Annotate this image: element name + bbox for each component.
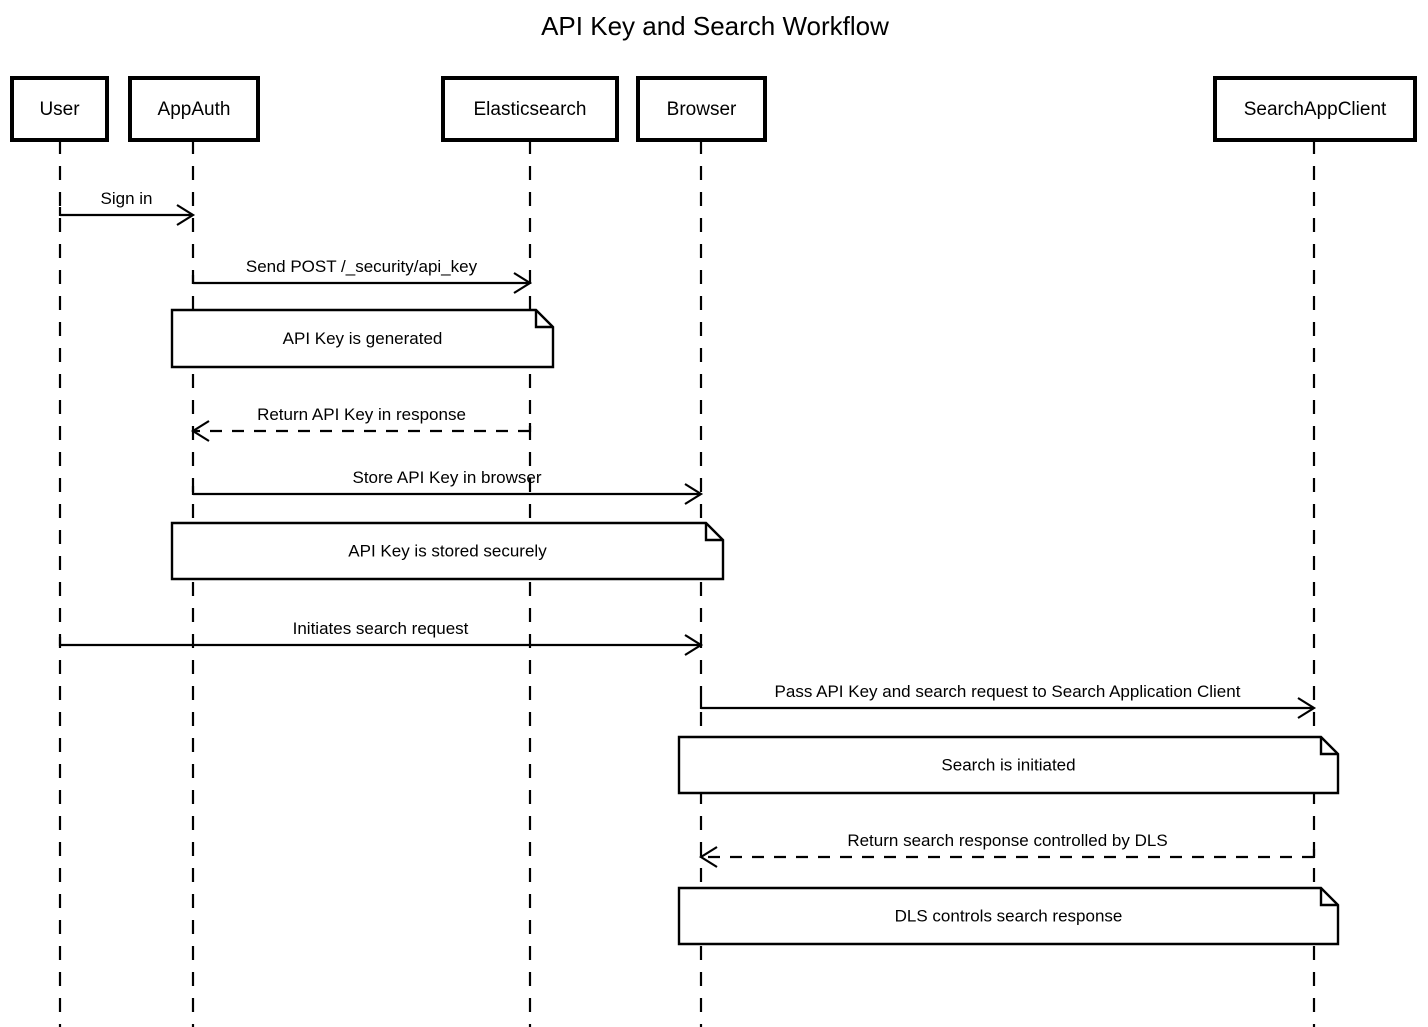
- message-m5: Initiates search request: [58, 619, 704, 656]
- note-label-n1: API Key is generated: [283, 329, 443, 348]
- participant-appauth[interactable]: AppAuth: [128, 76, 260, 142]
- note-n1: API Key is generated: [170, 308, 555, 369]
- message-arrowhead-m3: [190, 420, 210, 442]
- participant-box-searchapp: [1213, 76, 1417, 142]
- note-label-n2: API Key is stored securely: [348, 541, 547, 560]
- participant-searchapp[interactable]: SearchAppClient: [1213, 76, 1417, 142]
- message-label-m5: Initiates search request: [293, 619, 469, 638]
- message-arrowhead-m6: [1297, 697, 1317, 719]
- note-body-n1: [170, 308, 555, 369]
- message-label-m4: Store API Key in browser: [353, 468, 542, 487]
- participant-box-elasticsearch: [441, 76, 619, 142]
- message-arrowhead-m4: [684, 483, 704, 505]
- lifelines-group: [58, 140, 1316, 1027]
- participants-group: User AppAuth Elasticsearch Browser SearchApp…: [10, 76, 1417, 142]
- note-fold-n3: [1319, 737, 1338, 756]
- participant-label-searchapp: SearchAppClient: [1244, 99, 1387, 120]
- participant-label-elasticsearch: Elasticsearch: [474, 99, 587, 120]
- note-n3: Search is initiated: [677, 735, 1340, 795]
- message-m6: Pass API Key and search request to Searc…: [699, 682, 1317, 719]
- message-label-m1: Sign in: [101, 189, 153, 208]
- page-title: API Key and Search Workflow: [541, 11, 889, 41]
- participant-box-appauth: [128, 76, 260, 142]
- message-arrowhead-m1: [176, 204, 196, 226]
- note-fold-n2: [704, 523, 723, 542]
- messages-group: Sign in Send POST /_security/api_keyRetur…: [58, 189, 1317, 868]
- message-m4: Store API Key in browser: [191, 468, 704, 505]
- note-label-n4: DLS controls search response: [895, 906, 1123, 925]
- message-arrowhead-m2: [513, 272, 533, 294]
- message-m7: Return search response controlled by DLS: [698, 831, 1316, 868]
- note-fold-n4: [1319, 888, 1338, 907]
- message-label-m6: Pass API Key and search request to Searc…: [775, 682, 1241, 701]
- participant-label-appauth: AppAuth: [158, 99, 231, 120]
- note-label-n3: Search is initiated: [941, 755, 1075, 774]
- participant-box-user: [10, 76, 109, 142]
- note-fold-n1: [534, 310, 553, 329]
- message-label-m3: Return API Key in response: [257, 405, 466, 424]
- participant-browser[interactable]: Browser: [636, 76, 767, 142]
- note-n2: API Key is stored securely: [170, 521, 725, 581]
- participant-label-user: User: [39, 99, 80, 120]
- participant-user[interactable]: User: [10, 76, 109, 142]
- message-m1: Sign in: [58, 189, 196, 226]
- participant-label-browser: Browser: [667, 99, 737, 120]
- note-body-n4: [677, 886, 1340, 946]
- note-body-n2: [170, 521, 725, 581]
- note-body-n3: [677, 735, 1340, 795]
- message-m2: Send POST /_security/api_key: [191, 257, 533, 294]
- message-arrowhead-m5: [684, 634, 704, 656]
- message-m3: Return API Key in response: [190, 405, 532, 442]
- message-label-m7: Return search response controlled by DLS: [847, 831, 1167, 850]
- message-label-m2: Send POST /_security/api_key: [246, 257, 478, 276]
- message-arrowhead-m7: [698, 846, 718, 868]
- participant-elasticsearch[interactable]: Elasticsearch: [441, 76, 619, 142]
- participant-box-browser: [636, 76, 767, 142]
- note-n4: DLS controls search response: [677, 886, 1340, 946]
